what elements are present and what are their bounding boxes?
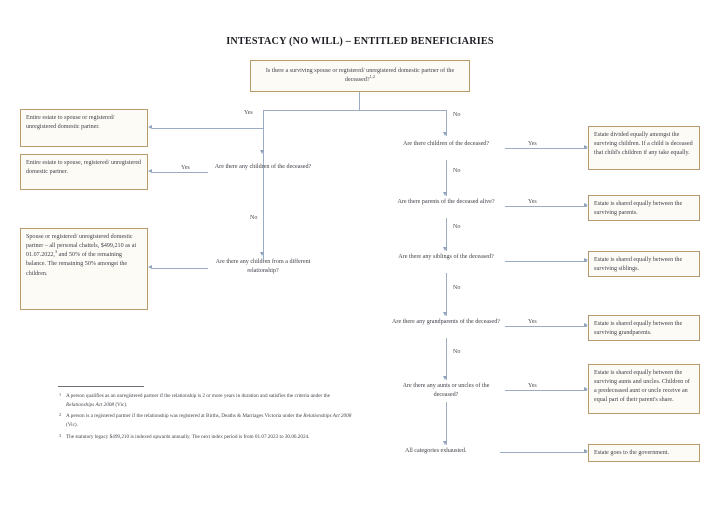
outcome-children-equal: Estate divided equally amongst the survi… (588, 126, 700, 170)
connector-yes-nochildren (152, 128, 263, 129)
outcome-aunts-uncles-equal: Estate is shared equally between the sur… (588, 364, 700, 414)
connector-root-split (263, 110, 446, 111)
connector-root-stem (359, 92, 360, 110)
node-all-categories-exhausted: All categories exhausted. (405, 448, 467, 454)
arrow-to-all-exhausted (443, 441, 448, 445)
edge-label-children-yes: Yes (180, 165, 191, 171)
connector-children-no (263, 186, 264, 256)
connector-yes-spine (263, 110, 264, 260)
footnotes-section: 1 A person qualifies as an unregistered p… (58, 386, 358, 444)
arrow-grandparents-equal (584, 323, 588, 328)
footnote-1-before: A person qualifies as an unregistered pa… (66, 393, 330, 399)
connector-different-relationship-yes (152, 268, 208, 269)
question-parents-alive: Are there parents of the deceased alive? (397, 199, 495, 205)
root-question-footnote-marks: 1,2 (369, 73, 376, 79)
footnote-3: 3 The statutory legacy $499,210 is indexe… (58, 433, 358, 442)
connector-parents-yes (505, 206, 587, 207)
question-children-no-spouse: Are there children of the deceased? (402, 141, 490, 147)
outcome-grandparents-equal: Estate is shared equally between the sur… (588, 315, 700, 341)
question-aunts-uncles: Are there any aunts or uncles of the dec… (402, 383, 490, 399)
connector-children-yes (152, 172, 208, 173)
arrow-entire-estate-1 (148, 125, 152, 130)
edge-label-children-no: No (249, 215, 259, 221)
footnote-2-italic: Relationships Act 2008 (303, 413, 352, 420)
footnote-2: 2 A person is a registered partner if the… (58, 412, 358, 430)
edge-label-children-no-spouse-no: No (452, 168, 462, 174)
arrow-entire-estate-2 (148, 169, 152, 174)
footnote-2-before: A person is a registered partner if the … (66, 413, 304, 420)
edge-label-siblings-no: No (452, 285, 462, 291)
connector-no-spine (446, 110, 447, 136)
arrow-to-children-no-spouse (443, 132, 448, 136)
root-question-box: Is there a surviving spouse or registere… (250, 60, 470, 92)
edge-label-root-no: No (452, 112, 462, 118)
edge-label-aunts-uncles-yes: Yes (527, 383, 538, 389)
arrow-to-siblings (443, 247, 448, 251)
question-siblings: Are there any siblings of the deceased? (398, 254, 494, 260)
outcome-government: Estate goes to the government. (588, 444, 700, 462)
connector-siblings-no (446, 273, 447, 316)
connector-aunts-uncles-no (446, 402, 447, 445)
root-question-text: Is there a surviving spouse or registere… (265, 67, 455, 83)
arrow-to-different-relationship (260, 252, 265, 256)
footnote-1: 1 A person qualifies as an unregistered p… (58, 392, 358, 410)
edge-label-parents-no: No (452, 224, 462, 230)
connector-all-exhausted (500, 452, 587, 453)
outcome-partner-and-children-part1: Spouse or registered/ unregistered domes… (26, 234, 137, 259)
edge-label-root-yes: Yes (243, 110, 254, 116)
arrow-to-aunts-uncles (443, 376, 448, 380)
footnote-1-italic: Relationships Act 2008 (66, 401, 115, 408)
edge-label-grandparents-yes: Yes (527, 319, 538, 325)
page-title: INTESTACY (NO WILL) – ENTITLED BENEFICIA… (226, 36, 494, 47)
arrow-siblings-equal (584, 258, 588, 263)
connector-parents-no (446, 218, 447, 251)
edge-label-parents-yes: Yes (527, 199, 538, 205)
question-children-of-deceased: Are there any children of the deceased? (214, 164, 312, 170)
arrow-to-children-question (260, 150, 265, 154)
footnote-3-before: The statutory legacy $499,210 is indexed… (66, 433, 310, 440)
connector-aunts-uncles-yes (505, 390, 587, 391)
connector-children-no-spouse-no (446, 160, 447, 196)
edge-label-children-no-spouse-yes: Yes (527, 141, 538, 147)
arrow-children-equal (584, 145, 588, 150)
connector-children-no-spouse-yes (505, 148, 587, 149)
footnote-2-mark: 2 (59, 412, 62, 418)
arrow-partner-and-children (148, 265, 152, 270)
outcome-siblings-equal: Estate is shared equally between the sur… (588, 251, 700, 277)
edge-label-grandparents-no: No (452, 349, 462, 355)
outcome-partner-and-children-part2: and 50% of the remaining balance. The re… (26, 252, 128, 277)
question-grandparents: Are there any grandparents of the deceas… (392, 319, 500, 325)
arrow-parents-equal (584, 203, 588, 208)
arrow-to-grandparents (443, 312, 448, 316)
outcome-parents-equal: Estate is shared equally between the sur… (588, 195, 700, 221)
footnote-1-mark: 1 (59, 392, 62, 397)
connector-grandparents-yes (505, 326, 587, 327)
footnote-1-after: (Vic). (114, 401, 128, 408)
outcome-partner-footnote-mark: 3 (54, 249, 58, 255)
footnote-3-mark: 3 (59, 432, 62, 438)
arrow-to-parents (443, 192, 448, 196)
connector-grandparents-no (446, 338, 447, 380)
arrow-aunts-uncles-equal (584, 387, 588, 392)
outcome-entire-estate-2: Entire estate to spouse, registered/ unr… (20, 154, 148, 190)
arrow-government (584, 449, 588, 454)
question-children-different-relationship: Are there any children from a different … (215, 259, 311, 275)
outcome-partner-and-children: Spouse or registered/ unregistered domes… (20, 228, 148, 310)
outcome-entire-estate-1: Entire estate to spouse or registered/ u… (20, 109, 148, 147)
connector-siblings-yes (505, 261, 587, 262)
footnote-separator-rule (58, 386, 144, 387)
footnote-2-after: (Vic). (66, 422, 78, 429)
